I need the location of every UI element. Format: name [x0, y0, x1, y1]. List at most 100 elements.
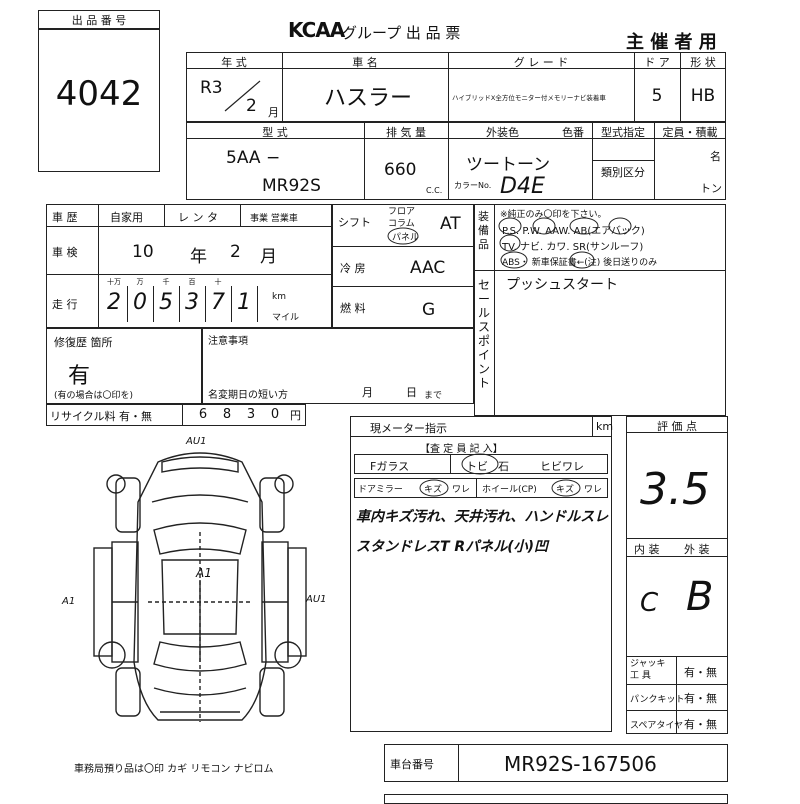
specs-block [332, 204, 474, 328]
glass-ishi: 石 [498, 460, 509, 473]
mileage-digit: 5 [159, 290, 173, 315]
mileage-digit-head: 十万 [107, 278, 121, 286]
repair-label: 修復歴 箇所 [54, 336, 113, 349]
mirror-kizu-circle [419, 479, 449, 497]
ac-label: 冷 房 [340, 262, 366, 275]
month-unit: 月 [260, 247, 277, 267]
damage-center: A1 [196, 566, 212, 580]
equipment-note: ※純正のみ〇印を下さい。 [500, 210, 607, 220]
vehicle-row-1 [186, 52, 726, 122]
year-era: R3 [200, 78, 223, 98]
grade-label: グ レ ー ド [513, 56, 569, 69]
mile-unit: マイル [272, 313, 300, 323]
mileage-label: 走 行 [52, 298, 78, 311]
inspector-comment-2: スタンドレスT Rパネル(小)凹 [356, 539, 549, 555]
shift-panel: パネル [392, 233, 420, 243]
panel-circle-mark [387, 227, 419, 245]
transfer-day: 日 [406, 386, 417, 399]
organizer-label: 主 催 者 用 [626, 32, 717, 53]
door-count: 5 [651, 86, 663, 106]
transfer-month: 月 [362, 386, 373, 399]
shift-label: シフト [338, 216, 371, 229]
mirror-kizu: キズ [424, 485, 443, 495]
history-block [46, 204, 332, 328]
equipment-label: 装 備 品 [478, 210, 489, 251]
footer-note: 車務局預り品は〇印 カギ リモコン ナビロム [74, 764, 274, 775]
capacity-unit-tons: トン [700, 182, 722, 195]
year-month: 2 [246, 96, 257, 116]
car-name: ハスラー [324, 86, 413, 111]
notes-label: 注意事項 [208, 336, 248, 347]
damage-right: AU1 [306, 594, 327, 605]
model-prefix: 5AA − [226, 148, 281, 168]
glass-tobi: トビ [466, 460, 488, 473]
bottom-strip [384, 794, 728, 804]
mileage-digit-head: 千 [162, 278, 170, 286]
recycle-digit: 0 [270, 407, 280, 422]
inspection-month: 2 [230, 242, 241, 262]
recycle-digit: 8 [222, 407, 232, 422]
color-number-label: 色番 [562, 126, 584, 139]
score-label: 評 価 点 [657, 420, 697, 433]
color-code: D4E [500, 174, 545, 199]
recycle-block [46, 404, 306, 426]
exterior-grade: B [686, 574, 714, 620]
mileage-digit-head: 万 [136, 278, 144, 286]
class-label: 類別区分 [601, 166, 645, 179]
shift-floor: フロア [388, 207, 416, 217]
year-label: 年 式 [221, 56, 247, 69]
chassis-label: 車台番号 [390, 758, 434, 771]
lot-number: 4042 [55, 74, 143, 114]
displacement: 660 [384, 160, 417, 180]
fuel-value: G [422, 300, 436, 320]
overall-score: 3.5 [640, 464, 710, 515]
wheel-kizu: キズ [556, 485, 575, 495]
history-label: 車 歴 [52, 211, 78, 224]
recycle-unit: 円 [290, 409, 301, 422]
mileage-digit: 0 [133, 290, 147, 315]
mirror-wheel-row [354, 478, 608, 498]
model-code: MR92S [262, 176, 321, 196]
mileage-digit-head: 百 [188, 278, 196, 286]
form-title: グループ 出 品 票 [342, 24, 461, 42]
score-block [626, 416, 728, 734]
mirror-ware: ワレ [452, 485, 471, 495]
shift-value: AT [440, 214, 461, 234]
inspector-comment-1: 車内キズ汚れ、天井汚れ、ハンドルスレ [356, 509, 609, 525]
tobi-circle-mark [461, 453, 499, 475]
interior-grade: C [640, 588, 659, 618]
puncture-value: 有・無 [684, 692, 717, 705]
mirror-label: ドアミラー [358, 485, 403, 495]
name-label: 車 名 [352, 56, 378, 69]
displacement-label: 排 気 量 [386, 126, 426, 139]
brand-logo: KCAA [288, 18, 345, 42]
color-label: 外装色 [486, 126, 519, 139]
mileage-digit: 3 [185, 290, 199, 315]
sales-point-label: セールスポイント [478, 278, 491, 390]
color-no-label2: カラーNo. [454, 181, 492, 190]
history-option-rental: レ ン タ [178, 211, 218, 224]
wheel-label: ホイール(CP) [482, 485, 537, 495]
mileage-digit: 2 [107, 290, 121, 315]
wheel-kizu-circle [551, 479, 581, 497]
body-shape: HB [690, 86, 716, 106]
history-option-private: 自家用 [110, 211, 143, 224]
exterior-label: 外 装 [684, 543, 710, 556]
meter-label: 現メーター指示 [370, 422, 447, 435]
fglass-label: Fガラス [370, 460, 410, 473]
inspection-label: 車 検 [52, 246, 78, 259]
jack-label: ジャッキ 工 具 [630, 659, 666, 681]
cc-unit: C.C. [426, 186, 443, 195]
notes-block [202, 328, 474, 404]
capacity-unit-persons: 名 [710, 150, 721, 163]
chassis-block [384, 744, 728, 782]
fuel-label: 燃 料 [340, 302, 366, 315]
transfer-label: 名変期日の短い方 [208, 390, 288, 401]
history-option-commercial: 事業 営業車 [250, 214, 298, 224]
equipment-block [474, 204, 726, 416]
lot-number-box [38, 10, 160, 172]
year-unit: 年 [190, 247, 207, 267]
mileage-digit: 7 [211, 290, 225, 315]
inspector-label: 【査 定 員 記 入】 [420, 444, 503, 455]
interior-label: 内 装 [634, 543, 660, 556]
